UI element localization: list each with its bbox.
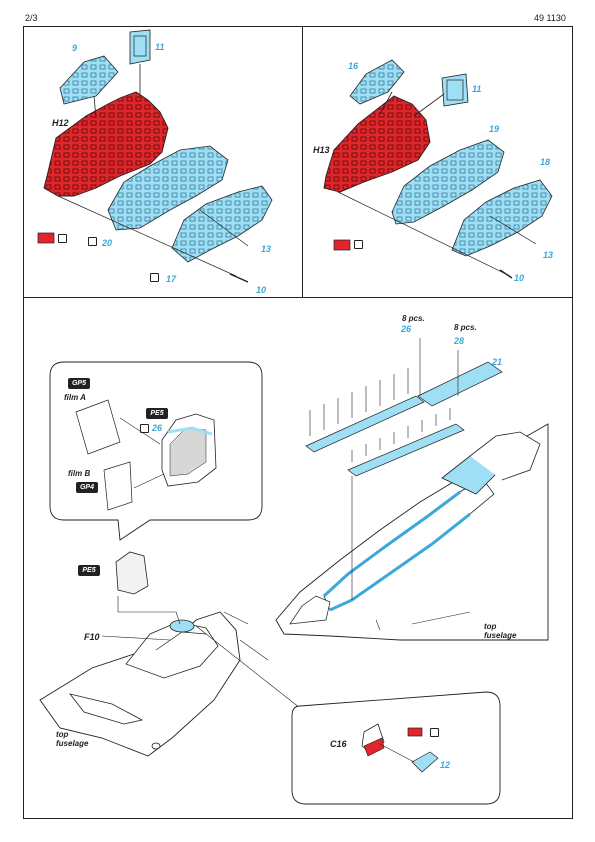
part-number-19: 19 <box>489 124 500 134</box>
part-c16: C16 <box>330 739 347 749</box>
part-number-9: 9 <box>72 43 78 53</box>
part-number-26-bubble: 26 <box>152 423 163 433</box>
top-fuselage-left-1: top <box>56 730 69 739</box>
pe-part-11-right <box>441 73 469 107</box>
part-h13: H13 <box>313 145 330 155</box>
paint-swatch-icon-c16 <box>430 728 439 737</box>
bend-icon-17 <box>150 273 159 282</box>
top-fuselage-right-2: fuselage <box>484 631 517 640</box>
part-h12: H12 <box>52 118 69 128</box>
part-number-12: 12 <box>440 760 451 770</box>
gp5-badge: GP5 <box>68 378 90 389</box>
eight-pcs-right: 8 pcs. <box>454 323 477 332</box>
pe-strip-26-upper <box>305 395 425 453</box>
paint-swatch-icon <box>58 234 67 243</box>
strip-arrows <box>309 368 451 462</box>
part-number-11: 11 <box>155 42 165 52</box>
page-number: 2/3 <box>25 13 38 23</box>
panel-tl-parts <box>37 29 273 283</box>
pe-strip-26-lower <box>347 423 465 477</box>
part-number-10: 10 <box>256 285 267 295</box>
part-number-13: 13 <box>261 244 272 254</box>
bend-icon <box>88 237 97 246</box>
part-number-17: 17 <box>166 274 177 284</box>
eight-pcs-left: 8 pcs. <box>402 314 425 323</box>
pe-strip-21 <box>417 361 503 407</box>
left-fuselage <box>39 551 301 757</box>
gp4-badge: GP4 <box>76 482 98 493</box>
film-a <box>75 399 121 455</box>
right-fuselage <box>275 338 549 641</box>
product-code: 49 1130 <box>534 13 566 23</box>
pe5-badge: PE5 <box>146 408 168 419</box>
panel-bottom <box>23 297 573 819</box>
part-number-20: 20 <box>102 238 113 248</box>
panel-tr-parts <box>323 59 553 279</box>
pe5-badge-left: PE5 <box>78 565 100 576</box>
detail-box <box>291 691 501 805</box>
part-number-21: 21 <box>492 357 503 367</box>
film-b <box>103 461 133 511</box>
part-number-18: 18 <box>540 157 551 167</box>
pe-part-12 <box>411 751 439 773</box>
seat-pe5 <box>115 551 149 595</box>
top-fuselage-right-1: top <box>484 622 497 631</box>
part-number-11-right: 11 <box>472 84 482 94</box>
paint-swatch-icon-right <box>354 240 363 249</box>
part-f10: F10 <box>84 632 100 642</box>
film-b-label: film B <box>68 469 91 478</box>
part-number-16: 16 <box>348 61 359 71</box>
cockpit-opening <box>169 619 195 633</box>
top-fuselage-left-2: fuselage <box>56 739 89 748</box>
part-number-10-right: 10 <box>514 273 525 283</box>
part-number-26-top: 26 <box>401 324 412 334</box>
pe-part-11 <box>129 29 151 65</box>
film-a-label: film A <box>64 393 86 402</box>
bend-icon-26 <box>140 424 149 433</box>
part-number-28: 28 <box>454 336 465 346</box>
part-number-13-right: 13 <box>543 250 554 260</box>
